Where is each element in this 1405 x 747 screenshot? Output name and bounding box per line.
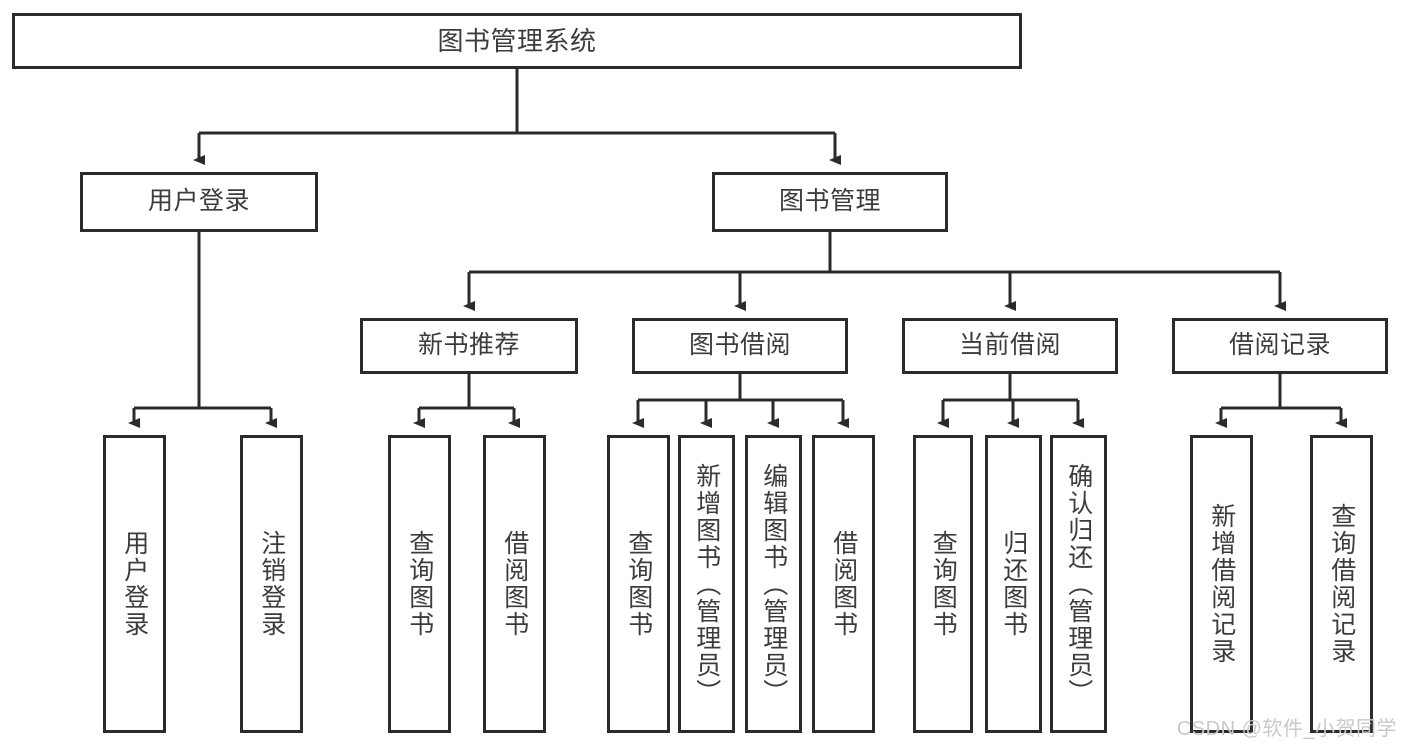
- node-new-book-recommend-label: 新书推荐: [417, 331, 520, 360]
- node-borrow-records[interactable]: 借阅记录: [1172, 318, 1388, 374]
- leaf-user-login-label: 用户登录: [120, 530, 149, 638]
- node-book-management[interactable]: 图书管理: [712, 172, 948, 232]
- node-book-borrow[interactable]: 图书借阅: [632, 318, 848, 374]
- leaf-query-books-borrow[interactable]: 查询图书: [607, 435, 670, 733]
- watermark: CSDN @软件_小贺同学: [1176, 718, 1397, 740]
- leaf-query-borrow-record[interactable]: 查询借阅记录: [1310, 435, 1373, 733]
- leaf-query-books-new-label: 查询图书: [405, 530, 434, 638]
- leaf-query-books-current-label: 查询图书: [929, 530, 958, 638]
- leaf-logout[interactable]: 注销登录: [240, 435, 303, 733]
- node-book-management-label: 图书管理: [778, 187, 881, 216]
- leaf-query-books-current[interactable]: 查询图书: [913, 435, 973, 733]
- leaf-add-borrow-record[interactable]: 新增借阅记录: [1190, 435, 1253, 733]
- leaf-borrow-books[interactable]: 借阅图书: [812, 435, 875, 733]
- leaf-confirm-return-admin-label: 确认归还（管理员）: [1064, 462, 1093, 706]
- node-book-borrow-label: 图书借阅: [688, 331, 791, 360]
- node-user-login[interactable]: 用户登录: [80, 172, 318, 232]
- leaf-return-books[interactable]: 归还图书: [985, 435, 1042, 733]
- leaf-add-borrow-record-label: 新增借阅记录: [1207, 503, 1236, 665]
- leaf-return-books-label: 归还图书: [999, 530, 1028, 638]
- leaf-borrow-books-label: 借阅图书: [829, 530, 858, 638]
- leaf-query-books-borrow-label: 查询图书: [624, 530, 653, 638]
- node-root[interactable]: 图书管理系统: [12, 13, 1022, 69]
- leaf-query-borrow-record-label: 查询借阅记录: [1327, 503, 1356, 665]
- node-new-book-recommend[interactable]: 新书推荐: [360, 318, 578, 374]
- node-current-borrow-label: 当前借阅: [958, 331, 1061, 360]
- leaf-query-books-new[interactable]: 查询图书: [388, 435, 451, 733]
- leaf-user-login[interactable]: 用户登录: [103, 435, 166, 733]
- node-current-borrow[interactable]: 当前借阅: [902, 318, 1118, 374]
- leaf-confirm-return-admin[interactable]: 确认归还（管理员）: [1050, 435, 1107, 733]
- leaf-edit-book-admin[interactable]: 编辑图书（管理员）: [745, 435, 802, 733]
- leaf-borrow-books-new[interactable]: 借阅图书: [483, 435, 546, 733]
- node-borrow-records-label: 借阅记录: [1228, 331, 1331, 360]
- node-user-login-label: 用户登录: [147, 187, 250, 216]
- leaf-logout-label: 注销登录: [257, 530, 286, 638]
- leaf-edit-book-admin-label: 编辑图书（管理员）: [759, 462, 788, 706]
- node-root-label: 图书管理系统: [437, 25, 597, 56]
- leaf-borrow-books-new-label: 借阅图书: [500, 530, 529, 638]
- leaf-add-book-admin-label: 新增图书（管理员）: [692, 462, 721, 706]
- leaf-add-book-admin[interactable]: 新增图书（管理员）: [678, 435, 735, 733]
